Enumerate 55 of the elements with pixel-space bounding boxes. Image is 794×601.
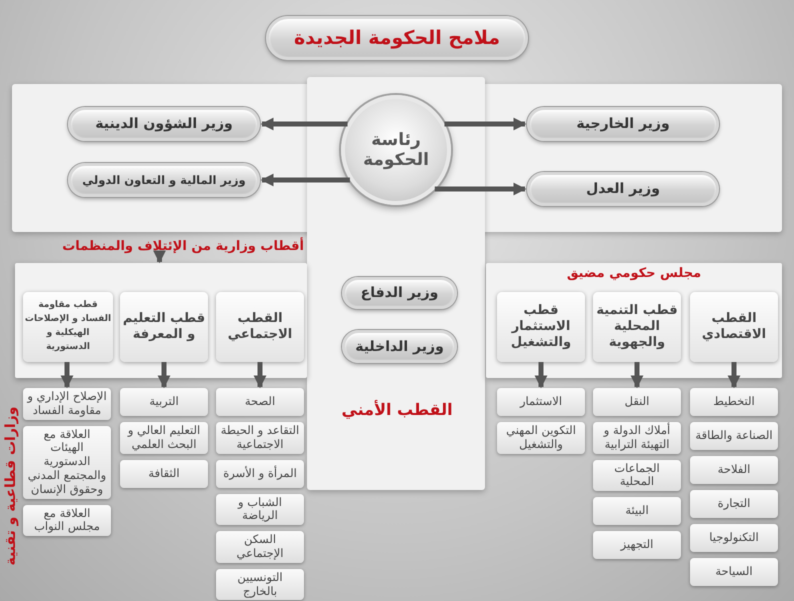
ministry-box: التكنولوجيا [690,524,778,552]
pill-box: وزير الخارجية [527,107,719,141]
pill-box: وزير الدفاع [342,277,457,309]
arrow [728,362,740,388]
ministry-box: السكن الإجتماعي [216,531,304,563]
arrow [260,174,350,186]
pole-box: قطب مقاومة الفساد و الإصلاحات الهيكلية و الدستورية [23,292,113,362]
group-panel [486,263,782,378]
pole-box: قطب الاستثمار والتشغيل [497,292,585,362]
ministry-box: التكوين المهني والتشغيل [497,422,585,454]
ministry-box: الشباب و الرياضة [216,494,304,526]
ministry-box: الاستثمار [497,388,585,416]
ministry-box: الصحة [216,388,304,416]
arrow [260,118,348,130]
pole-box: قطب التنمية المحلية والجهوية [593,292,681,362]
ministry-box: النقل [593,388,681,416]
pole-box: قطب التعليم و المعرفة [120,292,208,362]
pill-box: وزير الداخلية [342,330,457,363]
arrow [444,118,526,130]
ministry-box: السياحة [690,558,778,586]
side-label: وزارات قطاعية و تقنية [3,406,19,568]
ministry-box: العلاقة مع الهيئات الدستورية والمجتمع المدني وحقوق الإنسان [23,426,111,499]
pill-box: وزير الشؤون الدينية [68,107,260,141]
ministry-box: الصناعة والطاقة [690,422,778,450]
ministry-box: التجهيز [593,531,681,560]
ministry-box: البيئة [593,497,681,526]
ministry-box: التجارة [690,490,778,518]
ministry-box: أملاك الدولة و التهيئة الترابية [593,422,681,454]
ministry-box: التونسيين بالخارج [216,568,304,600]
arrow [534,362,548,388]
ministry-box: التعليم العالي و البحث العلمي [120,422,208,454]
arrow [153,250,166,264]
ministry-box: الإصلاح الإداري و مقاومة الفساد [23,388,111,420]
arrow [630,362,644,388]
title-pill: ملامح الحكومة الجديدة [266,16,528,60]
arrow [434,182,526,196]
pill-box: وزير العدل [527,172,719,206]
arrow [158,362,170,388]
ministry-box: العلاقة مع مجلس النواب [23,504,111,536]
heading-text: أقطاب وزارية من الإئتلاف والمنظمات [12,236,304,256]
group-label: القطب الأمني [340,400,454,419]
pill-box: وزير المالية و التعاون الدولي [68,163,260,197]
ministry-box: التخطيط [690,388,778,416]
ministry-box: الجماعات المحلية [593,460,681,492]
ministry-box: الفلاحة [690,456,778,484]
ministry-box: التقاعد و الحيطة الاجتماعية [216,422,304,454]
panel-heading: مجلس حكومي مضيق [566,266,702,281]
ministry-box: الثقافة [120,460,208,488]
group-panel [15,263,307,378]
pole-box: القطب الاجتماعي [216,292,304,362]
arrow [254,362,266,388]
ministry-box: المرأة و الأسرة [216,460,304,488]
ministry-box: التربية [120,388,208,416]
pole-box: القطب الاقتصادي [690,292,778,362]
arrow [60,362,74,388]
